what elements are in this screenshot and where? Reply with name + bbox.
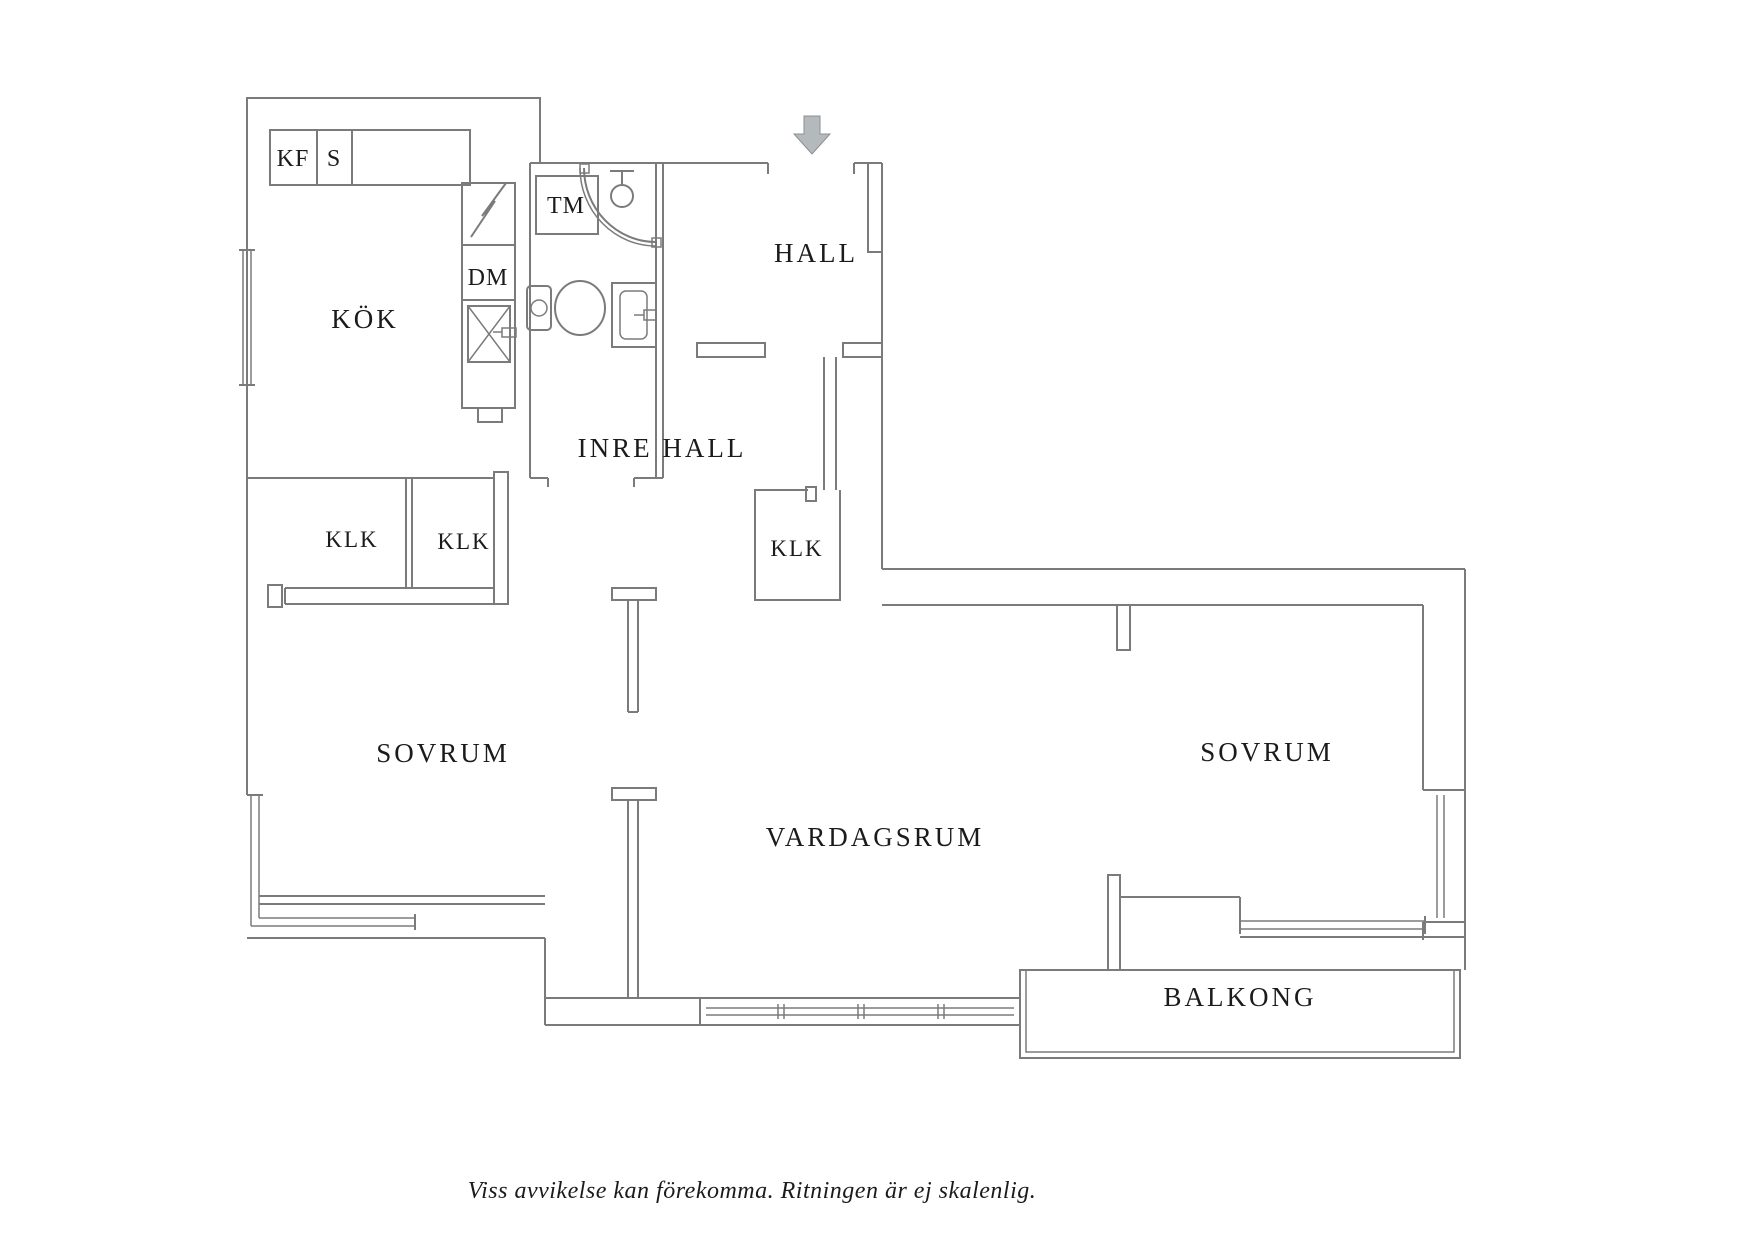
room-labels: KÖK HALL INRE HALL KLK KLK KLK SOVRUM SO… <box>325 238 1334 1012</box>
room-label-inre-hall: INRE HALL <box>578 433 747 463</box>
shower-head-icon <box>610 170 634 208</box>
washbasin-icon <box>611 282 657 348</box>
kitchen-window-glyph <box>239 249 255 386</box>
room-label-sovrum-right: SOVRUM <box>1200 737 1334 767</box>
s-label: S <box>327 146 341 172</box>
room-label-klk-left: KLK <box>325 527 378 552</box>
entrance-arrow-icon <box>792 115 832 155</box>
room-label-hall: HALL <box>774 238 858 268</box>
pantry-zigzag-icon <box>470 182 507 238</box>
appliance-labels: KF S TM DM <box>277 146 585 291</box>
shower-icon <box>579 163 662 248</box>
room-label-balkong: BALKONG <box>1164 982 1317 1012</box>
dm-label: DM <box>468 265 509 291</box>
kf-label: KF <box>277 146 310 172</box>
bedroom-window-glyph <box>1239 916 1426 934</box>
disclaimer-caption: Viss avvikelse kan förekomma. Ritningen … <box>468 1178 1037 1204</box>
room-label-kok: KÖK <box>331 304 399 334</box>
room-label-klk-mid: KLK <box>437 529 490 554</box>
washing-machine-box <box>535 175 599 235</box>
walls <box>246 97 1466 1026</box>
toilet-icon <box>526 280 606 336</box>
corner-window-glyph <box>247 794 416 930</box>
tm-label: TM <box>547 193 585 219</box>
balcony-outline <box>1019 969 1461 1059</box>
livingroom-window-glyph <box>699 998 1021 1025</box>
right-wall-window-glyph <box>1436 795 1445 918</box>
room-label-sovrum-left: SOVRUM <box>376 738 510 768</box>
room-label-vardagsrum: VARDAGSRUM <box>766 822 985 852</box>
dishwasher-sink-icon <box>467 305 517 363</box>
dishwasher-cabinet <box>461 182 516 423</box>
room-label-klk-hall: KLK <box>770 536 823 561</box>
